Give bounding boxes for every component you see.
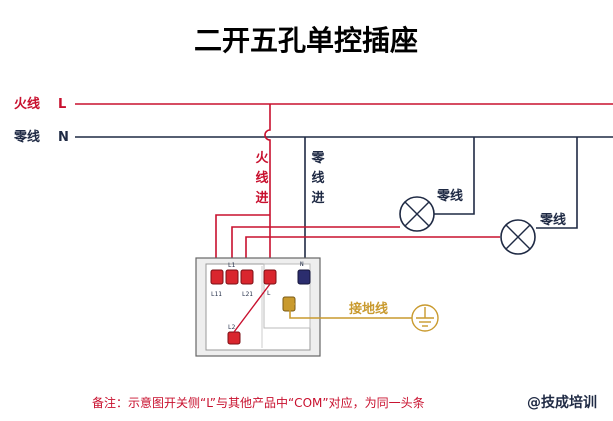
neutral-wire-label: 零线 xyxy=(13,129,40,145)
socket-outlet-block xyxy=(263,263,311,329)
jumper-L-to-L2 xyxy=(233,283,271,333)
lamp-2-neutral-label: 零线 xyxy=(539,212,566,228)
live-wire-letter: L xyxy=(58,97,66,112)
ground-symbol-icon xyxy=(411,304,439,332)
neutral-wire-letter: N xyxy=(58,130,69,145)
terminal-l2-label: L2 xyxy=(228,324,236,331)
lamp-2-cross-b xyxy=(505,224,531,250)
watermark: @技成培训 xyxy=(527,394,597,411)
live-in-wire xyxy=(264,104,271,215)
switch-L1-to-lamp1 xyxy=(231,226,400,270)
terminal-l1: L1 xyxy=(225,262,239,285)
live-wire-label: 火线 xyxy=(14,96,40,112)
terminal-l11-label: L11 xyxy=(211,291,222,298)
lamp1-neutral-wire xyxy=(434,137,475,215)
live-in-char-3: 进 xyxy=(255,191,268,206)
lamp-1 xyxy=(399,196,435,232)
lamp-1-cross-b xyxy=(404,201,430,227)
live-in-char-2: 线 xyxy=(255,170,268,186)
live-in-char-1: 火 xyxy=(255,151,269,166)
terminal-l11: L11 xyxy=(210,269,224,298)
terminal-l-label: L xyxy=(267,290,271,297)
ground-wire-label: 接地线 xyxy=(349,301,388,317)
ground-wire xyxy=(289,303,412,319)
terminal-n: N xyxy=(297,261,311,285)
lamp-2 xyxy=(500,219,536,255)
terminal-n-label: N xyxy=(300,261,304,268)
terminal-l: L xyxy=(263,269,277,297)
lamp-1-neutral-label: 零线 xyxy=(436,188,463,204)
terminal-l1-label: L1 xyxy=(228,262,236,269)
neutral-in-char-3: 进 xyxy=(311,191,324,206)
terminal-l21: L21 xyxy=(240,269,254,298)
lamp2-neutral-wire xyxy=(536,137,578,229)
neutral-in-char-1: 零 xyxy=(310,151,325,166)
footnote: 备注：示意图开关侧“L”与其他产品中“COM”对应，为同一头条 xyxy=(92,395,425,410)
diagram-title: 二开五孔单控插座 xyxy=(194,24,418,57)
terminal-l21-label: L21 xyxy=(242,291,253,298)
neutral-in-char-2: 线 xyxy=(311,170,324,186)
live-bus-left xyxy=(215,214,270,270)
